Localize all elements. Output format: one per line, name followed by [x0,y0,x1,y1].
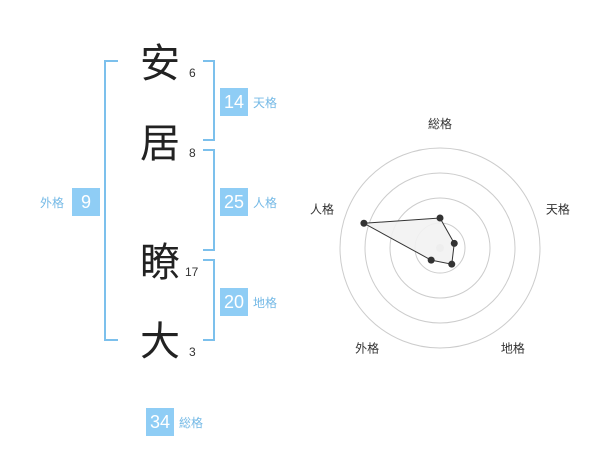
radar-point-2 [450,239,458,247]
radar-axis-label-4: 外格 [355,340,379,355]
stroke-count-4: 3 [189,345,196,359]
tenkaku-badge: 14 [220,88,248,116]
chikaku-label: 地格 [253,296,278,310]
chikaku-badge: 20 [220,288,248,316]
radar-axis-label-1: 総格 [428,116,452,131]
radar-axis-label-2: 天格 [546,202,570,217]
soukaku-badge: 34 [146,408,174,436]
tenkaku-bracket [203,60,215,141]
radar-ring-2 [389,197,491,299]
gaikaku-badge: 9 [72,188,100,216]
chikaku-bracket [203,259,215,341]
jinkaku-bracket [203,149,215,251]
name-char-4: 大 [140,319,180,365]
name-char-1: 安 [140,41,180,87]
radar-point-1 [436,214,444,222]
radar-point-3 [448,260,456,268]
name-char-3: 瞭 [140,240,180,286]
stroke-count-2: 8 [189,146,196,160]
jinkaku-label: 人格 [253,196,278,210]
gaikaku-label: 外格 [40,196,65,210]
jinkaku-badge: 25 [220,188,248,216]
radar-data-polygon [362,217,455,265]
radar-ring-4 [339,147,541,349]
name-char-2: 居 [140,121,180,167]
tenkaku-label: 天格 [253,96,278,110]
radar-axis-label-3: 地格 [501,340,525,355]
radar-point-4 [427,256,435,264]
radar-ring-3 [364,172,516,324]
gaikaku-bracket [104,60,118,341]
radar-axis-label-5: 人格 [310,202,334,217]
soukaku-label: 総格 [179,416,204,430]
radar-point-5 [360,219,368,227]
stroke-count-1: 6 [189,66,196,80]
stroke-count-3: 17 [185,265,199,279]
